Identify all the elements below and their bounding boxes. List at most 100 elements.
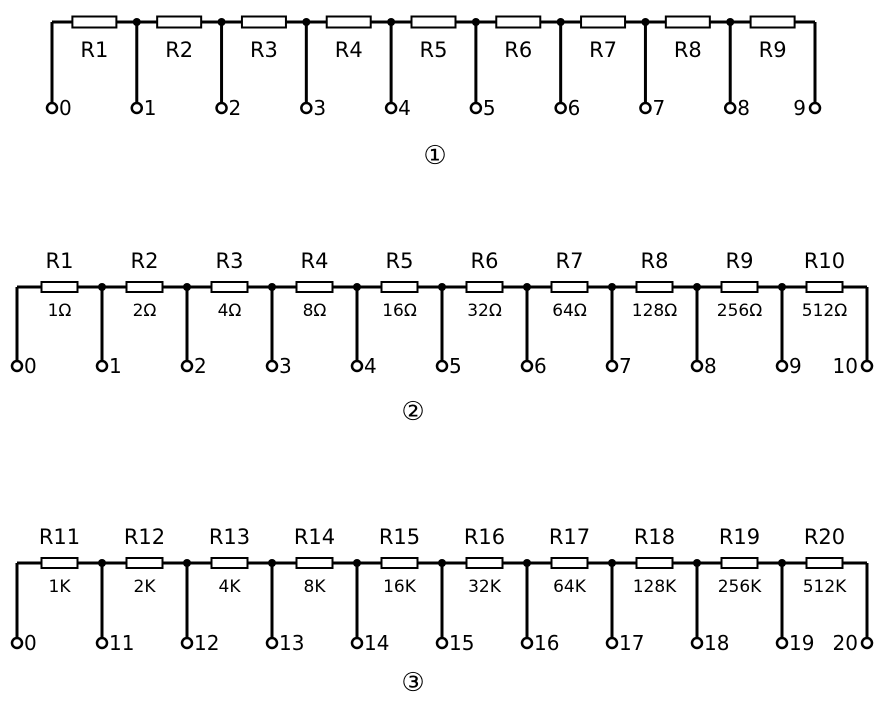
- resistor-value: 256K: [718, 577, 762, 597]
- terminal-pin: [605, 636, 619, 650]
- resistor-body: [664, 15, 711, 29]
- junction-dot: [641, 18, 650, 26]
- terminal-pin: [265, 636, 279, 650]
- resistor-value: 32Ω: [467, 301, 502, 321]
- resistor-body: [380, 557, 419, 569]
- resistor-body: [156, 15, 203, 29]
- terminal-pin: [350, 636, 364, 650]
- resistor-name: R1: [46, 249, 74, 273]
- resistor-name: R5: [386, 249, 414, 273]
- resistor-body: [125, 281, 164, 293]
- junction-dot: [523, 283, 531, 291]
- resistor-body: [380, 281, 419, 293]
- resistor-value: 8K: [304, 577, 327, 597]
- resistor-body: [295, 557, 334, 569]
- terminal-number: 10: [833, 354, 858, 378]
- terminal-pin: [300, 101, 313, 115]
- resistor-body: [635, 281, 674, 293]
- resistor-body: [805, 281, 844, 293]
- junction-dot: [98, 559, 106, 567]
- junction-dot: [217, 18, 226, 26]
- junction-dot: [556, 18, 565, 26]
- resistor-value: 1K: [49, 577, 72, 597]
- resistor-name: R7: [589, 38, 617, 62]
- terminal-number: 5: [449, 354, 462, 378]
- terminal-number: 6: [534, 354, 547, 378]
- resistor-body: [749, 15, 796, 29]
- terminal-number: 17: [619, 631, 644, 655]
- resistor-body: [71, 15, 118, 29]
- terminal-number: 3: [313, 96, 326, 120]
- terminal-number: 15: [449, 631, 474, 655]
- terminal-pin: [10, 636, 24, 650]
- terminal-pin: [384, 101, 398, 115]
- resistor-value: 128Ω: [632, 301, 677, 321]
- resistor-body: [210, 281, 249, 293]
- ladder-chain-2: R11ΩR22ΩR34ΩR48ΩR516ΩR632ΩR764ΩR8128ΩR92…: [10, 249, 874, 427]
- terminal-pin: [860, 359, 874, 373]
- terminal-pin: [469, 101, 483, 115]
- resistor-body: [720, 557, 759, 569]
- resistor-value: 16K: [383, 577, 417, 597]
- terminal-pin: [95, 359, 109, 373]
- terminal-pin: [215, 101, 228, 115]
- terminal-number: 9: [793, 96, 806, 120]
- resistor-body: [635, 557, 674, 569]
- resistor-body: [580, 15, 627, 29]
- resistor-name: R11: [39, 525, 80, 549]
- chain-number-label: ①: [423, 141, 446, 171]
- resistor-value: 4K: [219, 577, 242, 597]
- junction-dot: [183, 283, 191, 291]
- junction-dot: [387, 18, 396, 26]
- resistor-name: R7: [556, 249, 584, 273]
- resistor-name: R16: [464, 525, 505, 549]
- resistor-body: [550, 557, 589, 569]
- resistor-value: 512Ω: [802, 301, 847, 321]
- terminal-number: 4: [398, 96, 411, 120]
- terminal-number: 5: [483, 96, 496, 120]
- resistor-name: R19: [719, 525, 760, 549]
- resistor-name: R14: [294, 525, 335, 549]
- terminal-number: 1: [109, 354, 122, 378]
- terminal-number: 2: [194, 354, 207, 378]
- resistor-body: [295, 281, 334, 293]
- resistor-name: R13: [209, 525, 250, 549]
- resistor-body: [550, 281, 589, 293]
- resistor-body: [720, 281, 759, 293]
- terminal-number: 11: [109, 631, 134, 655]
- terminal-number: 16: [534, 631, 559, 655]
- resistor-value: 2K: [134, 577, 157, 597]
- resistor-name: R1: [80, 38, 108, 62]
- junction-dot: [608, 559, 616, 567]
- resistor-body: [805, 557, 844, 569]
- resistor-body: [465, 281, 504, 293]
- terminal-number: 19: [789, 631, 814, 655]
- junction-dot: [523, 559, 531, 567]
- terminal-number: 0: [24, 354, 37, 378]
- resistor-value: 256Ω: [717, 301, 762, 321]
- junction-dot: [726, 18, 735, 26]
- resistor-name: R20: [804, 525, 845, 549]
- resistor-name: R9: [726, 249, 754, 273]
- junction-dot: [438, 283, 446, 291]
- resistor-body: [210, 557, 249, 569]
- resistor-value: 64K: [553, 577, 587, 597]
- junction-dot: [471, 18, 480, 26]
- terminal-number: 13: [279, 631, 304, 655]
- terminal-number: 20: [833, 631, 858, 655]
- resistor-value: 8Ω: [303, 301, 327, 321]
- terminal-number: 7: [652, 96, 665, 120]
- junction-dot: [438, 559, 446, 567]
- resistor-name: R6: [504, 38, 532, 62]
- terminal-pin: [520, 636, 534, 650]
- resistor-value: 64Ω: [552, 301, 587, 321]
- resistor-body: [125, 557, 164, 569]
- junction-dot: [608, 283, 616, 291]
- resistor-name: R10: [804, 249, 845, 273]
- resistor-name: R17: [549, 525, 590, 549]
- terminal-number: 8: [737, 96, 750, 120]
- resistor-name: R4: [301, 249, 329, 273]
- terminal-pin: [808, 101, 822, 115]
- terminal-pin: [350, 359, 364, 373]
- resistor-name: R8: [674, 38, 702, 62]
